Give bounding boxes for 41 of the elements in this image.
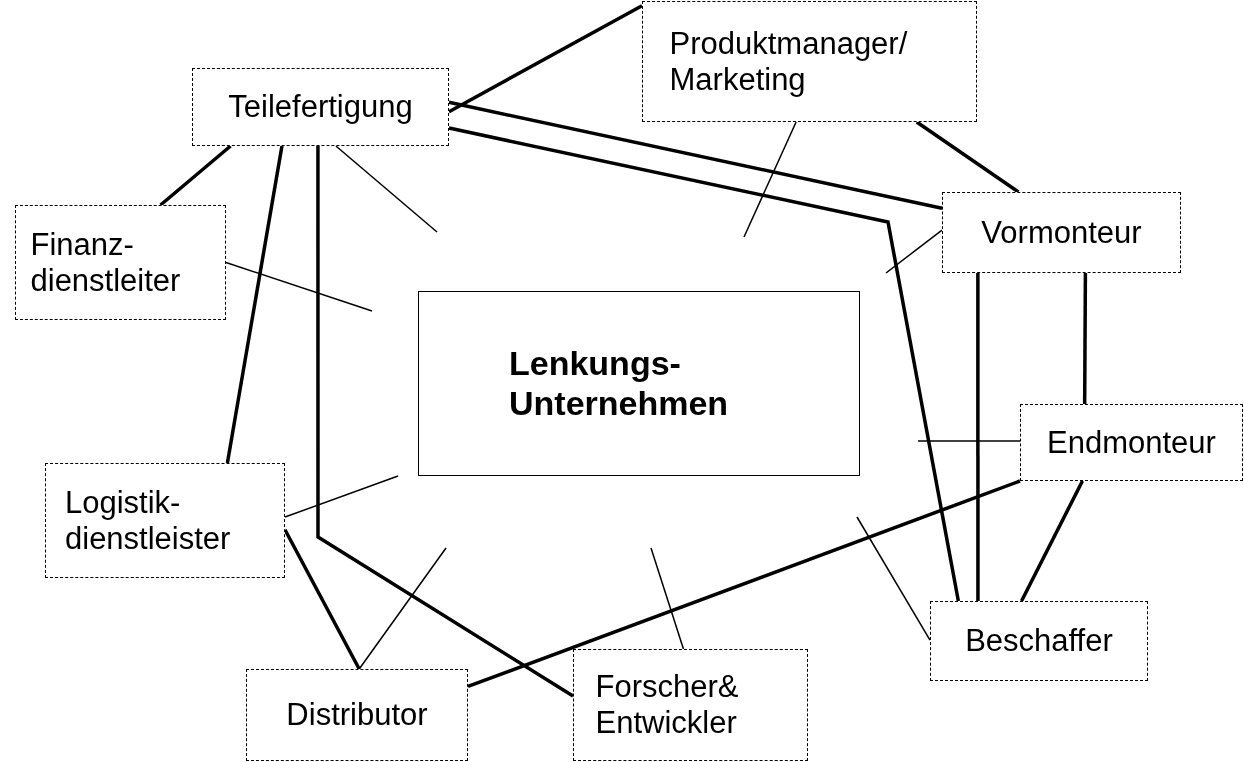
participant-box xyxy=(942,192,1181,273)
thin-line xyxy=(358,547,447,670)
participant-label: Forscher& Entwickler xyxy=(595,669,740,741)
participant-label: Teilefertigung xyxy=(228,89,413,125)
connector-line xyxy=(915,120,1020,194)
participant-label: Endmonteur xyxy=(1047,424,1216,461)
thin-line xyxy=(885,229,943,274)
connector-line xyxy=(448,126,961,602)
participant-box xyxy=(930,601,1148,681)
participant-box xyxy=(1020,404,1243,481)
thin-line xyxy=(650,547,685,650)
connector-line xyxy=(1082,273,1088,404)
connector-line xyxy=(225,145,284,464)
participant-box xyxy=(642,1,977,122)
participant-label: Finanz- dienstleiter xyxy=(30,226,182,299)
participant-box xyxy=(246,669,468,761)
central-box xyxy=(418,291,860,476)
connector-line xyxy=(448,100,943,210)
connector-line xyxy=(316,146,574,698)
participant-label: Vormonteur xyxy=(981,214,1142,251)
connector-line xyxy=(1020,480,1084,602)
participant-box xyxy=(45,463,285,578)
connector-line xyxy=(976,273,980,601)
participant-label: Distributor xyxy=(286,697,428,733)
thin-line xyxy=(225,261,373,312)
participant-label: Logistik- dienstleister xyxy=(65,484,232,557)
thin-line xyxy=(917,440,1021,442)
participant-box xyxy=(15,205,226,320)
participant-box xyxy=(192,68,449,146)
participant-box xyxy=(573,649,808,761)
thin-line xyxy=(284,475,399,518)
connector-line xyxy=(448,4,643,114)
thin-line xyxy=(335,145,438,233)
central-label: Lenkungs- Unternehmen xyxy=(509,344,730,423)
thin-line xyxy=(743,121,797,238)
participant-label: Beschaffer xyxy=(965,623,1113,659)
thin-line xyxy=(856,516,931,641)
connector-line xyxy=(159,144,232,207)
connector-line xyxy=(467,479,1021,689)
connector-line xyxy=(283,528,361,670)
participant-label: Produktmanager/ Marketing xyxy=(669,25,909,98)
